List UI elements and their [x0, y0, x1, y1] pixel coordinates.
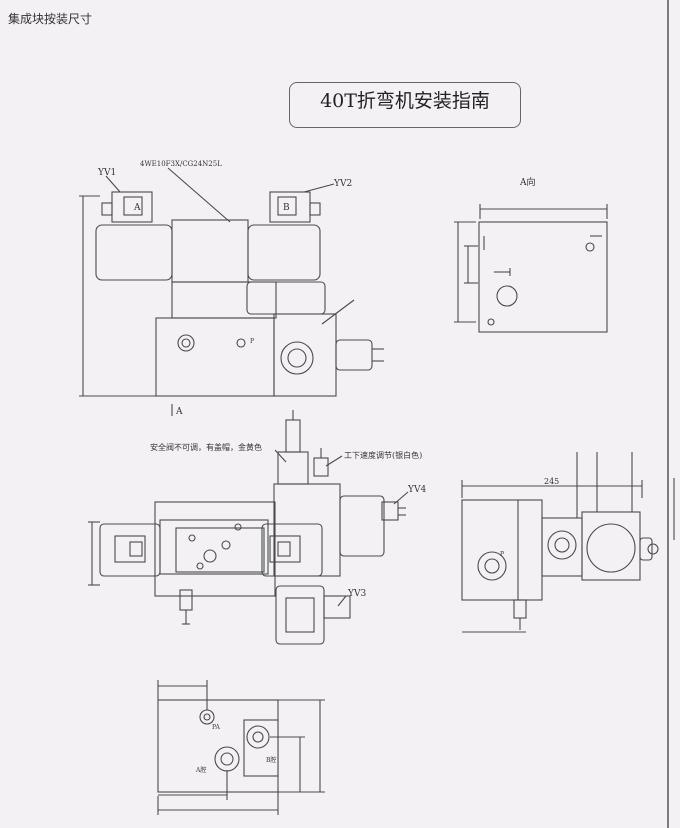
a-view-drawing [454, 204, 608, 333]
view-marker-a: A [175, 407, 183, 417]
coil-a-label: A [133, 203, 141, 213]
label-yv3: YV3 [347, 589, 366, 599]
label-view-a: A向 [519, 176, 536, 188]
label-yv1: YV1 [97, 168, 116, 178]
corner-title: 集成块按装尺寸 [8, 12, 93, 26]
label-safety-valve-note: 安全阀不可调，有盖帽，金黄色 [150, 442, 262, 452]
port-pa-label: PA [212, 724, 220, 731]
coil-b-label: B [283, 203, 290, 213]
port-p-label-end: P [500, 551, 504, 558]
page-title: 40T折弯机安装指南 [289, 82, 521, 128]
end-view-assembly [461, 452, 675, 633]
side-view-assembly [79, 167, 384, 397]
label-speed-note: 工下速度调节(银白色) [344, 450, 422, 460]
port-p-label-side: P [250, 338, 254, 345]
bottom-view-block [157, 680, 325, 815]
top-view-assembly [88, 410, 409, 645]
dim-245: 245 [544, 477, 559, 486]
port-b-label: B腔 [266, 756, 276, 764]
label-yv2: YV2 [333, 179, 352, 189]
port-a-label: A腔 [195, 766, 206, 774]
label-valve-model: 4WE10F3X/CG24N25L [140, 160, 222, 168]
label-yv4: YV4 [407, 485, 426, 495]
